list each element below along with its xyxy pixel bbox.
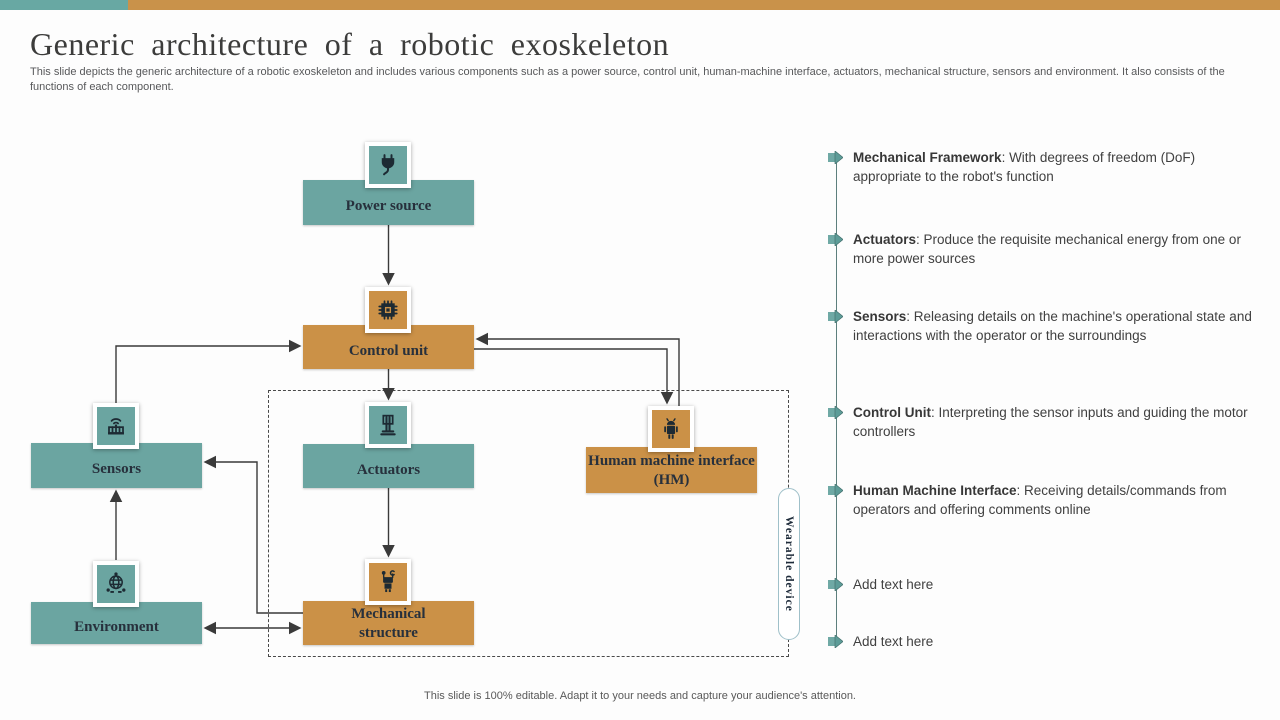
- plug-icon: [381, 154, 395, 176]
- list-desc: : Interpreting the sensor inputs and gui…: [853, 405, 1248, 440]
- arrow-bullet-icon: [828, 151, 843, 164]
- list-desc: : Releasing details on the machine's ope…: [853, 309, 1252, 344]
- footer-note: This slide is 100% editable. Adapt it to…: [424, 690, 856, 702]
- control-unit-tile: [365, 287, 411, 333]
- sensors-tile: [93, 403, 139, 449]
- list-item-mechanical-framework: Mechanical Framework: With degrees of fr…: [828, 148, 1260, 186]
- arrow-bullet-icon: [828, 484, 843, 497]
- node-power-source: Power source: [303, 180, 474, 225]
- arrow-bullet-icon: [828, 233, 843, 246]
- sensor-icon: [108, 418, 124, 435]
- actuators-tile: [365, 402, 411, 448]
- topbar-accent-orange: [128, 0, 1280, 10]
- list-item-placeholder-2[interactable]: Add text here: [828, 632, 1260, 651]
- list-desc: Add text here: [853, 577, 934, 592]
- environment-tile: [93, 561, 139, 607]
- list-item-sensors: Sensors: Releasing details on the machin…: [828, 307, 1260, 345]
- list-term: Control Unit: [853, 405, 931, 420]
- node-label: Human machine interface (HM): [588, 453, 755, 488]
- list-term: Human Machine Interface: [853, 483, 1017, 498]
- list-term: Actuators: [853, 232, 917, 247]
- list-desc: : With degrees of freedom (DoF) appropri…: [853, 150, 1196, 185]
- page-title: Generic architecture of a robotic exoske…: [30, 26, 670, 62]
- description-list: Mechanical Framework: With degrees of fr…: [828, 0, 1268, 720]
- arrow-bullet-icon: [828, 310, 843, 323]
- slide-subtitle: This slide depicts the generic architect…: [30, 66, 1225, 93]
- arrow-bullet-icon: [828, 406, 843, 419]
- list-term: Mechanical Framework: [853, 150, 1002, 165]
- arrow-bullet-icon: [828, 578, 843, 591]
- globe-icon: [106, 572, 126, 593]
- list-desc: Add text here: [853, 634, 934, 649]
- robot-icon: [381, 570, 395, 593]
- list-desc: : Produce the requisite mechanical energ…: [853, 232, 1241, 267]
- chip-icon: [378, 300, 398, 320]
- human-machine-interface-tile: [648, 406, 694, 452]
- node-sensors: Sensors: [31, 443, 202, 488]
- node-actuators: Actuators: [303, 444, 474, 488]
- wearable-device-label: Wearable device: [778, 488, 800, 640]
- node-environment: Environment: [31, 602, 202, 644]
- list-item-placeholder-1[interactable]: Add text here: [828, 575, 1260, 594]
- power-source-tile: [365, 142, 411, 188]
- list-item-control-unit: Control Unit: Interpreting the sensor in…: [828, 403, 1260, 441]
- list-item-human-machine-interface: Human Machine Interface: Receiving detai…: [828, 481, 1260, 519]
- node-label: Control unit: [348, 342, 429, 359]
- node-label: Power source: [345, 198, 432, 215]
- node-label: Actuators: [356, 461, 421, 478]
- mechanical-structure-tile: [365, 559, 411, 605]
- piston-icon: [380, 414, 396, 436]
- node-human-machine-interface: Human machine interface (HM): [586, 447, 757, 493]
- list-item-actuators: Actuators: Produce the requisite mechani…: [828, 230, 1260, 268]
- node-control-unit: Control unit: [303, 325, 474, 369]
- node-label: Sensors: [91, 461, 142, 478]
- arrow-bullet-icon: [828, 635, 843, 648]
- android-icon: [664, 418, 678, 439]
- list-term: Sensors: [853, 309, 907, 324]
- list-desc: : Receiving details/commands from operat…: [853, 483, 1227, 518]
- node-label: Mechanical structure: [351, 606, 426, 641]
- topbar-accent-teal: [0, 0, 128, 10]
- node-label: Environment: [74, 618, 159, 635]
- node-mechanical-structure: Mechanical structure: [303, 601, 474, 645]
- list-connector-line: [836, 158, 837, 642]
